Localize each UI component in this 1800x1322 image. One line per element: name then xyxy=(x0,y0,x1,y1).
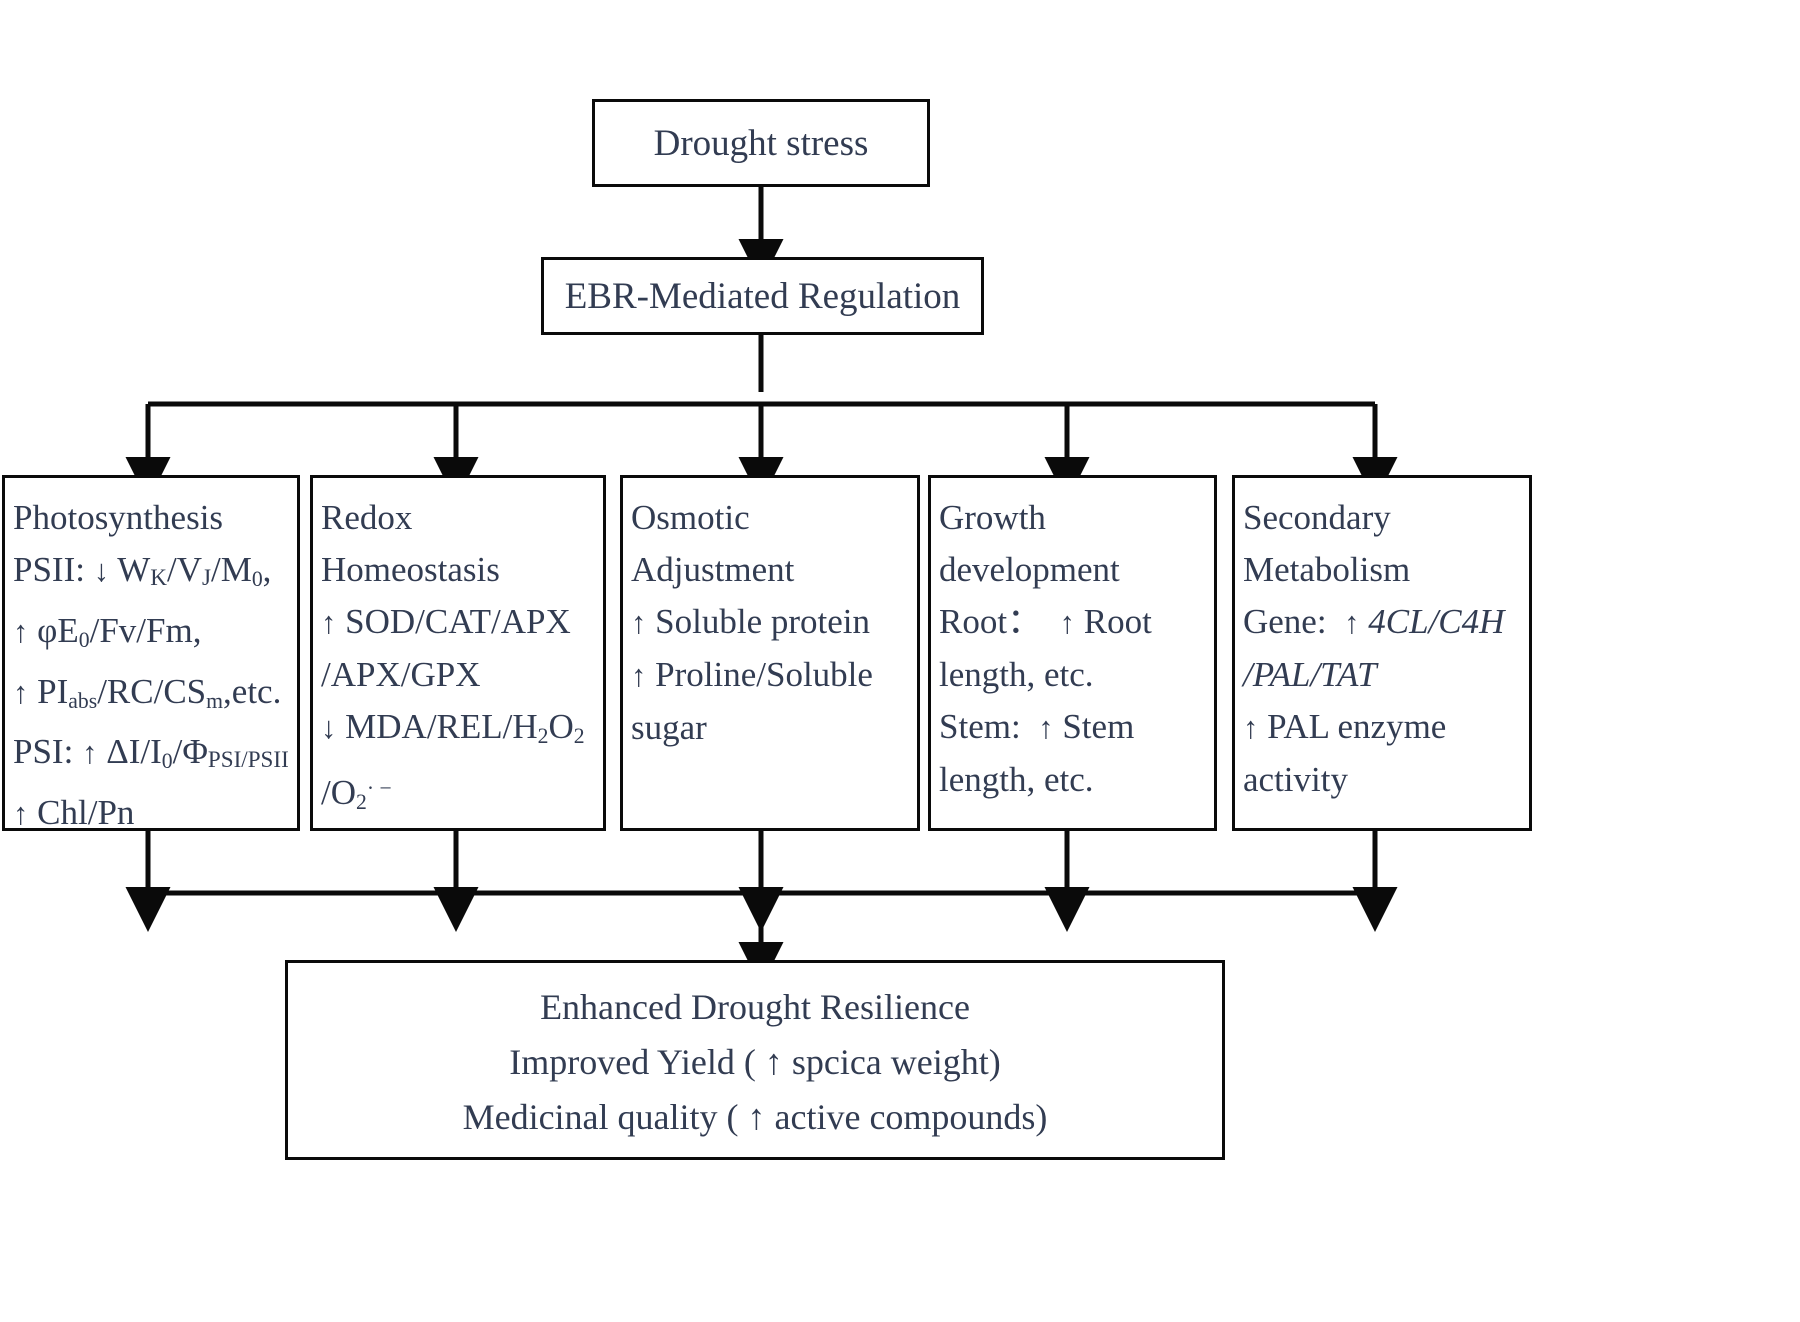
outcome-line-2: Improved Yield ( ↑ spcica weight) xyxy=(509,1041,1001,1082)
node-growth-development: Growth development Root： ↑ Root length, … xyxy=(928,475,1217,831)
secondary-line-3: ↑ PAL enzyme xyxy=(1243,707,1447,746)
photosynthesis-heading: Photosynthesis xyxy=(13,498,224,537)
photosynthesis-line-2: ↑ φE0/Fv/Fm, xyxy=(13,610,202,652)
osmotic-line-3: sugar xyxy=(631,708,707,747)
redox-line-2: /APX/GPX xyxy=(321,655,481,694)
growth-heading-2: development xyxy=(939,550,1120,589)
outcome-line-3: Medicinal quality ( ↑ active compounds) xyxy=(462,1096,1048,1137)
outcome-line-1: Enhanced Drought Resilience xyxy=(540,986,970,1027)
secondary-line-2: /PAL/TAT xyxy=(1243,655,1377,694)
photosynthesis-line-5: ↑ Chl/Pn xyxy=(13,793,135,833)
secondary-heading-2: Metabolism xyxy=(1243,550,1411,589)
photosynthesis-line-3: ↑ PIabs/RC/CSm,etc. xyxy=(13,671,282,713)
growth-line-2: length, etc. xyxy=(939,655,1094,694)
osmotic-line-2: ↑ Proline/Soluble xyxy=(631,655,873,694)
growth-heading-1: Growth xyxy=(939,498,1046,537)
secondary-heading-1: Secondary xyxy=(1243,498,1391,537)
osmotic-line-1: ↑ Soluble protein xyxy=(631,602,870,641)
redox-line-3: ↓ MDA/REL/H2O2 xyxy=(321,707,585,748)
node-redox-homeostasis: Redox Homeostasis ↑ SOD/CAT/APX /APX/GPX… xyxy=(310,475,606,831)
node-osmotic-adjustment: Osmotic Adjustment ↑ Soluble protein ↑ P… xyxy=(620,475,920,831)
node-enhanced-outcome: Enhanced Drought Resilience Improved Yie… xyxy=(285,960,1225,1160)
redox-heading-1: Redox xyxy=(321,498,413,537)
photosynthesis-line-1: PSII: ↓ WK/VJ/M0, xyxy=(13,550,272,591)
redox-line-4: /O2· − xyxy=(321,772,392,814)
osmotic-heading-2: Adjustment xyxy=(631,550,795,589)
redox-heading-2: Homeostasis xyxy=(321,550,500,589)
photosynthesis-line-4: PSI: ↑ ΔI/I0/ΦPSI/PSII xyxy=(13,732,289,774)
osmotic-heading-1: Osmotic xyxy=(631,498,750,537)
node-ebr-mediated-regulation-label: EBR-Mediated Regulation xyxy=(564,275,961,317)
growth-line-3: Stem: ↑ Stem xyxy=(939,707,1135,746)
redox-line-1: ↑ SOD/CAT/APX xyxy=(321,602,571,641)
node-ebr-mediated-regulation: EBR-Mediated Regulation xyxy=(541,257,984,335)
node-photosynthesis: Photosynthesis PSII: ↓ WK/VJ/M0, ↑ φE0/F… xyxy=(2,475,300,832)
node-drought-stress: Drought stress xyxy=(592,99,930,187)
growth-line-1: Root： ↑ Root xyxy=(939,602,1152,641)
node-secondary-metabolism: Secondary Metabolism Gene: ↑ 4CL/C4H /PA… xyxy=(1232,475,1532,831)
node-drought-stress-label: Drought stress xyxy=(653,122,869,164)
secondary-line-4: activity xyxy=(1243,760,1348,799)
secondary-line-1: Gene: ↑ 4CL/C4H xyxy=(1243,602,1505,641)
growth-line-4: length, etc. xyxy=(939,760,1094,799)
